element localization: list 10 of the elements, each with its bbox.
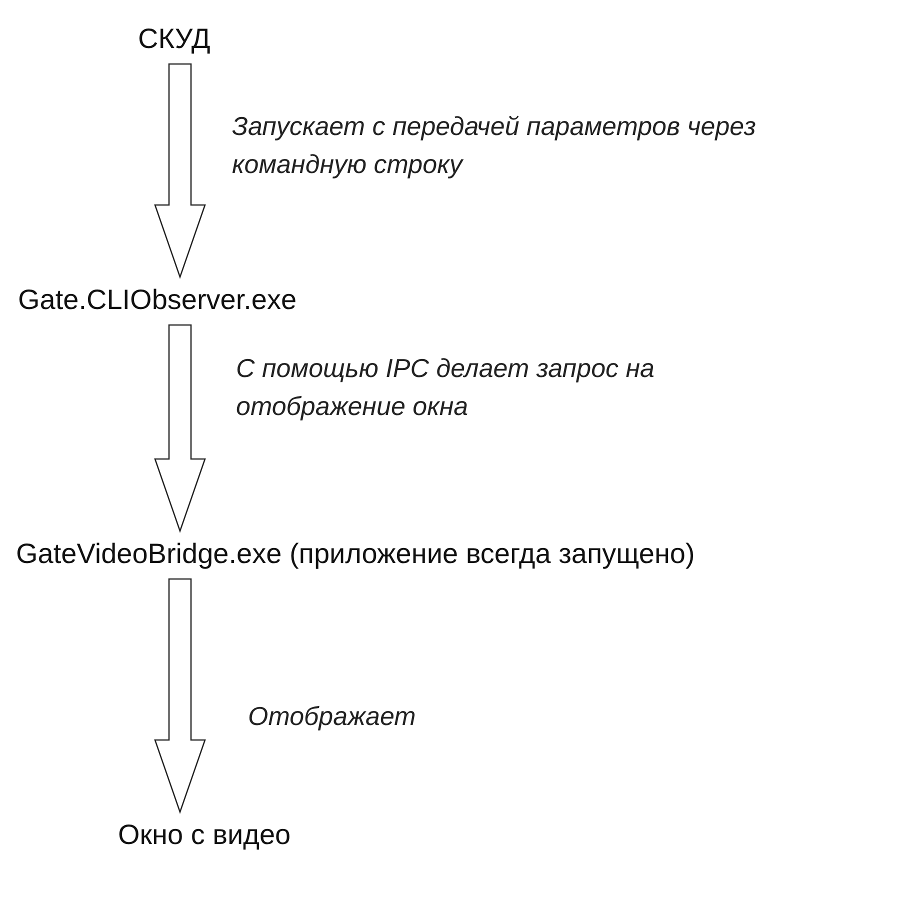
edge-label: Отображает <box>248 700 417 733</box>
block-arrow <box>154 63 206 279</box>
block-arrow <box>154 578 206 814</box>
node-label: Gate.CLIObserver.exe <box>18 283 297 317</box>
node-label: СКУД <box>138 22 210 56</box>
edge-label: С помощью IPC делает запрос на отображение окна <box>236 352 656 423</box>
edge-label: Запускает с передачей параметров через командную строку <box>232 110 757 181</box>
node-label: GateVideoBridge.exe (приложение всегда запущено) <box>16 537 695 571</box>
block-arrow <box>154 324 206 533</box>
node-label: Окно с видео <box>118 818 291 852</box>
